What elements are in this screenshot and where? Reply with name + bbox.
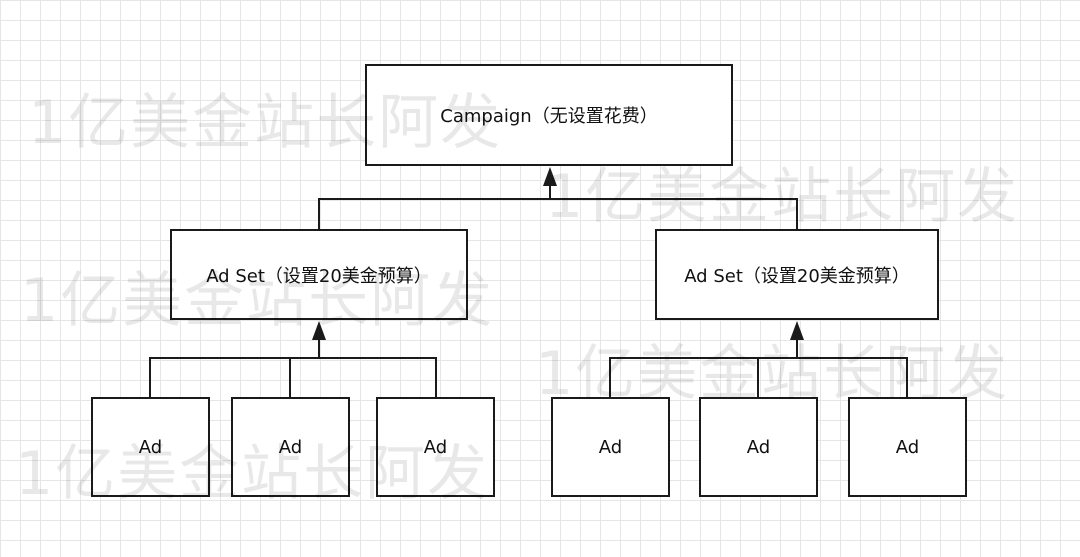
ad-label-1: Ad — [138, 436, 163, 458]
connector-adset-left — [318, 198, 798, 229]
ad-node-5: Ad — [699, 397, 818, 497]
adset-node-right: Ad Set（设置20美金预算） — [655, 229, 939, 320]
arrowhead-campaign — [543, 167, 557, 186]
campaign-label: Campaign（无设置花费） — [440, 106, 658, 127]
ad-label-5: Ad — [746, 436, 771, 458]
ad-label-2: Ad — [278, 436, 303, 458]
ad-node-1: Ad — [91, 397, 210, 497]
adset-left-label: Ad Set（设置20美金预算） — [206, 265, 432, 287]
ad-node-4: Ad — [551, 397, 670, 497]
ad-node-2: Ad — [231, 397, 350, 497]
ad-node-3: Ad — [376, 397, 495, 497]
arrowhead-adset-right — [790, 321, 804, 340]
adset-right-label: Ad Set（设置20美金预算） — [684, 265, 910, 287]
arrowhead-adset-left — [312, 321, 326, 340]
ad-node-6: Ad — [848, 397, 967, 497]
connector-ads-left — [149, 357, 437, 397]
adset-node-left: Ad Set（设置20美金预算） — [170, 229, 468, 320]
ad-label-6: Ad — [895, 436, 920, 458]
ad-label-4: Ad — [598, 436, 623, 458]
campaign-node: Campaign（无设置花费） — [365, 64, 733, 166]
ad-label-3: Ad — [423, 436, 448, 458]
